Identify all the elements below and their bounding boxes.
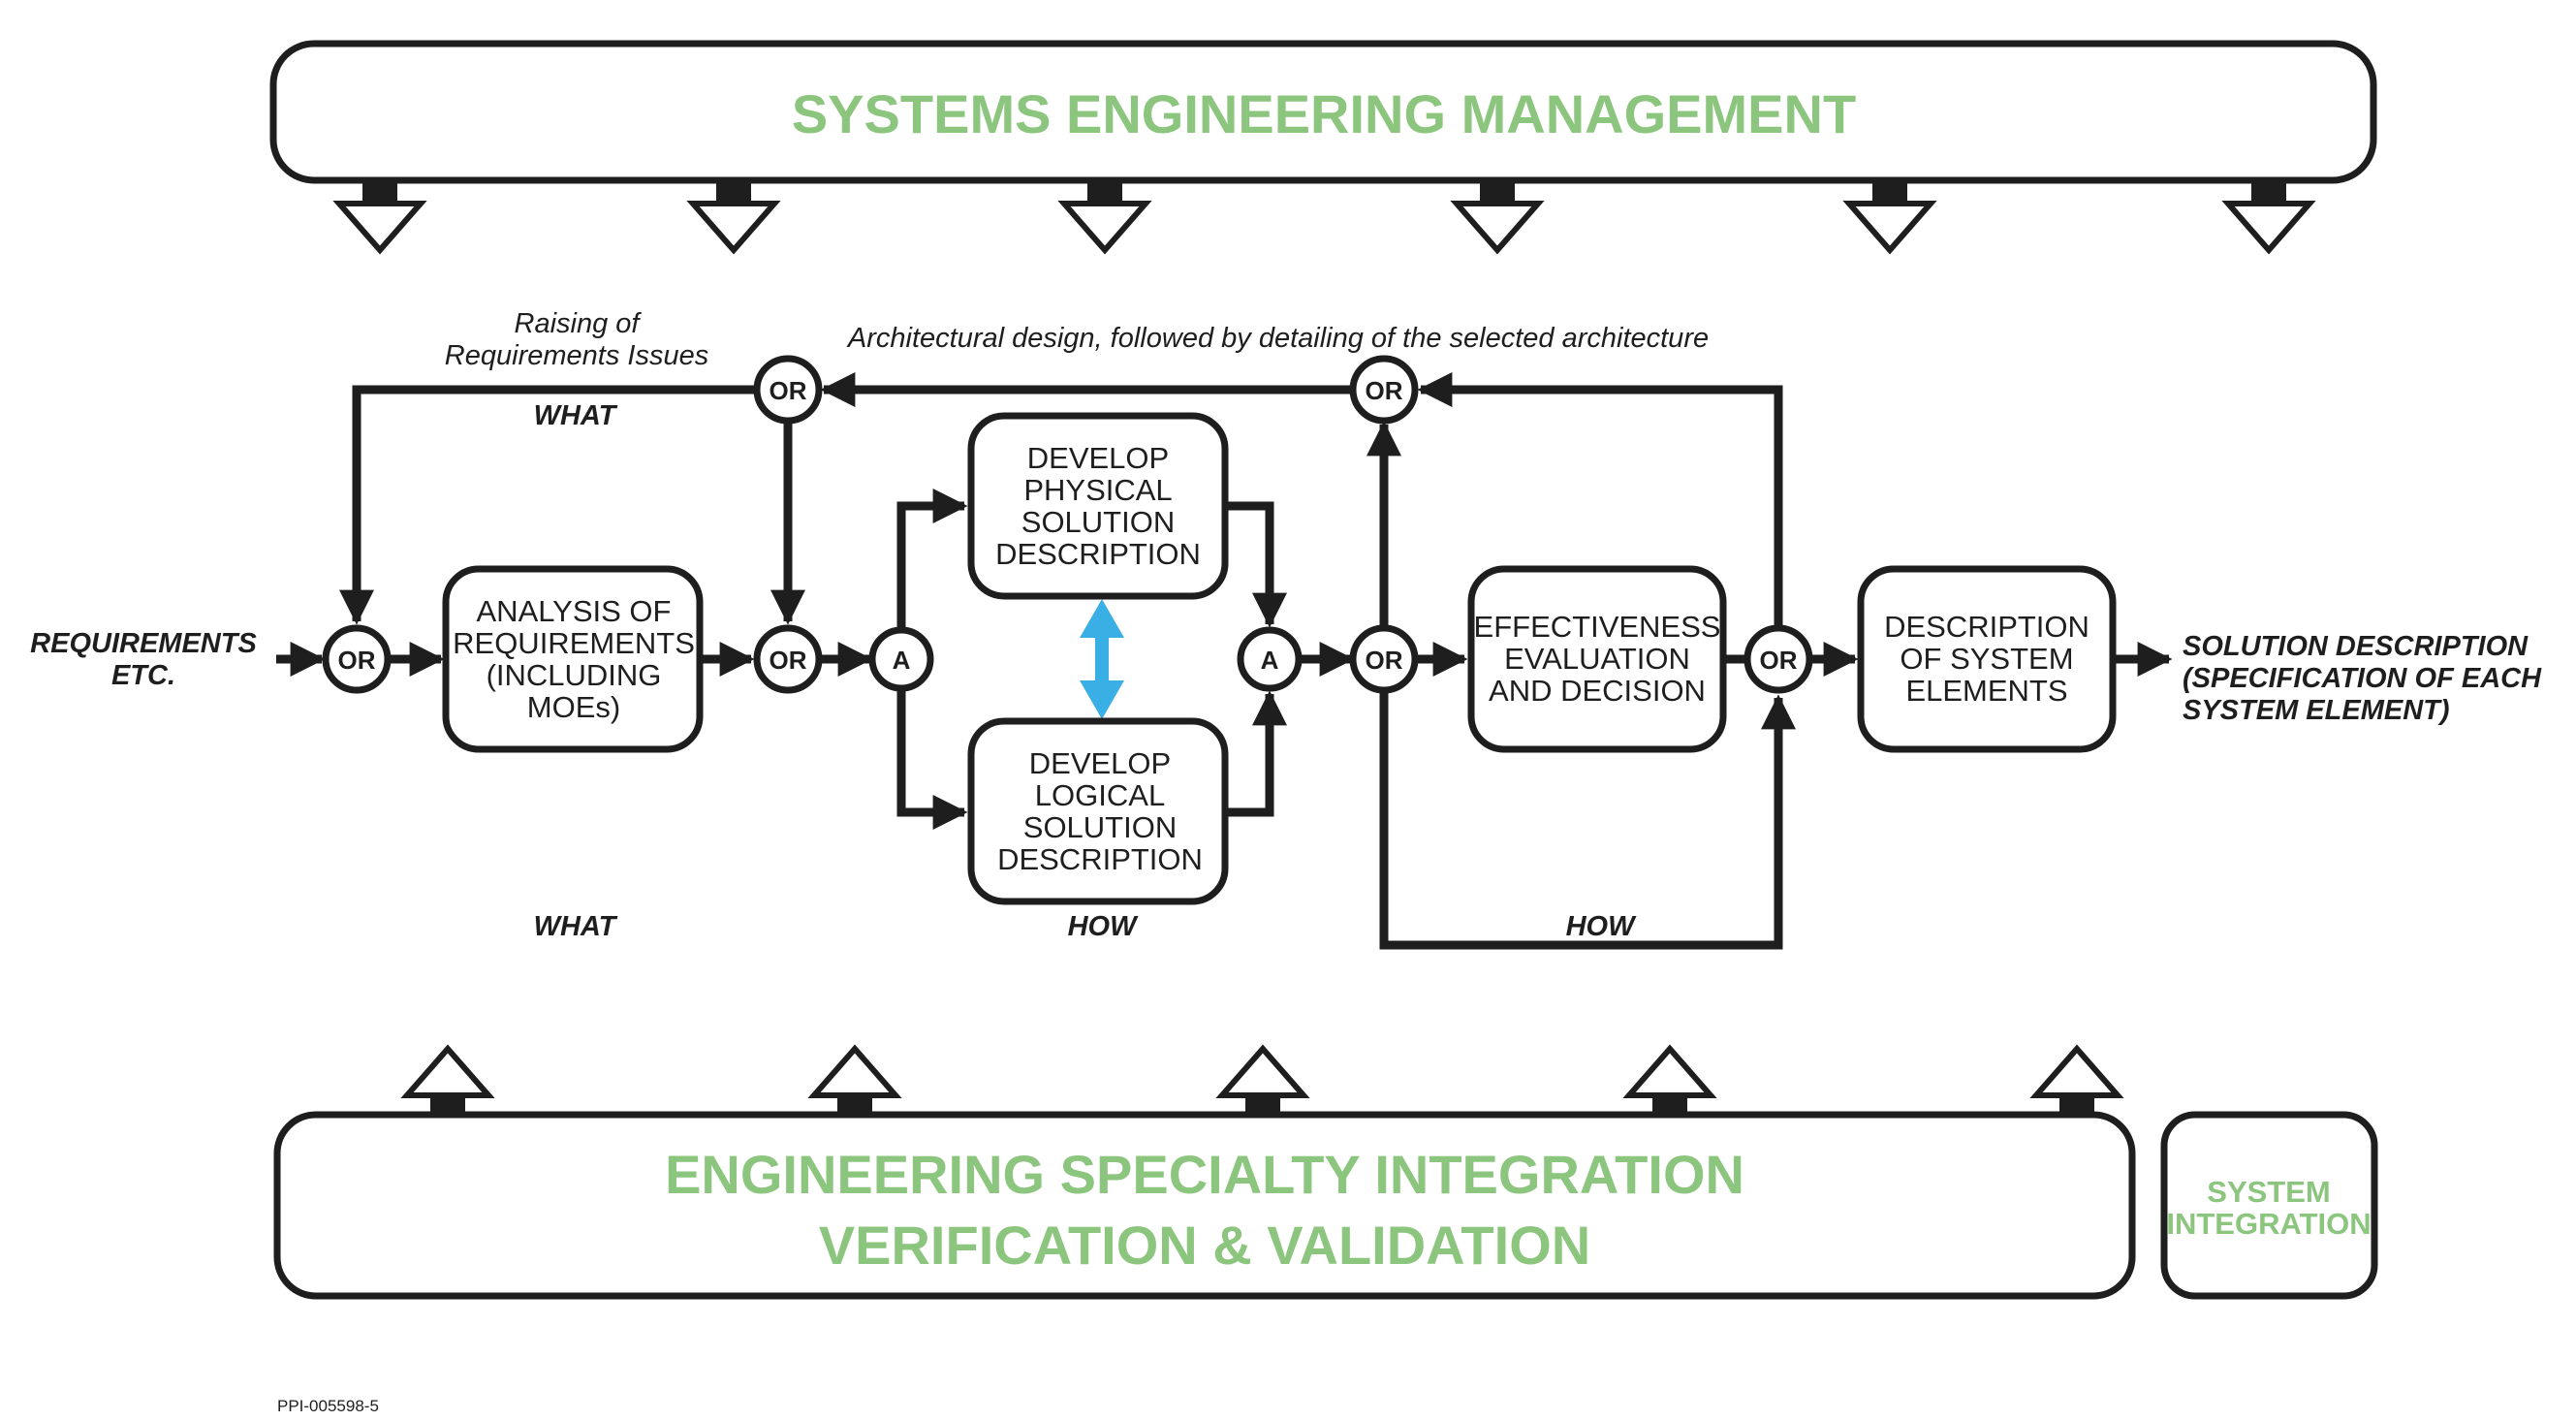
hollow-down-triangle-icon <box>1842 180 1937 255</box>
logical-line3: SOLUTION <box>1023 810 1177 844</box>
hollow-down-triangle-icon <box>2221 180 2316 255</box>
physical-line1: DEVELOP <box>1027 441 1169 475</box>
hollow-down-triangle-icon <box>1057 180 1152 255</box>
or-node-top-right-label: OR <box>1366 376 1403 405</box>
physical-line2: PHYSICAL <box>1023 473 1172 507</box>
output-line3: SYSTEM ELEMENT) <box>2183 695 2450 726</box>
specialty-integration-title: ENGINEERING SPECIALTY INTEGRATION <box>665 1144 1744 1205</box>
how-logical-label: HOW <box>1068 911 1140 942</box>
or-node-after-evaluation-label: OR <box>1760 646 1798 675</box>
analysis-line2: REQUIREMENTS <box>453 626 695 660</box>
system-integration-box: SYSTEM INTEGRATION <box>2160 1111 2378 1300</box>
document-id: PPI-005598-5 <box>277 1397 379 1415</box>
hollow-down-triangle-icon <box>686 180 781 255</box>
or-node-after-evaluation: OR <box>1744 624 1813 694</box>
logical-line4: DESCRIPTION <box>997 842 1203 876</box>
what-bottom-label: WHAT <box>534 911 618 942</box>
and-node-split: A <box>868 626 934 692</box>
down-arrow-row <box>332 180 2316 255</box>
analysis-line3: (INCLUDING <box>487 658 662 692</box>
or-node-input-label: OR <box>338 646 376 675</box>
effectiveness-line3: AND DECISION <box>1489 674 1706 708</box>
description-line1: DESCRIPTION <box>1884 610 2089 644</box>
up-arrow-row <box>400 1044 2124 1117</box>
develop-logical-solution-box: DEVELOP LOGICAL SOLUTION DESCRIPTION <box>967 717 1229 905</box>
and-node-split-label: A <box>893 646 911 675</box>
analysis-line1: ANALYSIS OF <box>477 594 672 628</box>
and-node-join: A <box>1237 626 1303 692</box>
or-node-before-evaluation-label: OR <box>1366 646 1403 675</box>
engineering-specialty-banner: ENGINEERING SPECIALTY INTEGRATION VERIFI… <box>273 1111 2136 1300</box>
physical-line4: DESCRIPTION <box>995 537 1201 571</box>
analysis-of-requirements-box: ANALYSIS OF REQUIREMENTS (INCLUDING MOEs… <box>442 565 704 753</box>
raising-line2: Requirements Issues <box>445 340 708 371</box>
output-line1: SOLUTION DESCRIPTION <box>2183 631 2529 662</box>
architectural-design-label: Architectural design, followed by detail… <box>846 323 1709 354</box>
what-top-label: WHAT <box>534 400 618 431</box>
how-loop-label: HOW <box>1566 911 1638 942</box>
or-node-after-analysis: OR <box>753 624 823 694</box>
input-line2: ETC. <box>111 660 175 691</box>
system-integration-line1: SYSTEM <box>2207 1175 2330 1209</box>
description-line2: OF SYSTEM <box>1900 642 2073 676</box>
and-node-join-label: A <box>1261 646 1279 675</box>
develop-physical-solution-box: DEVELOP PHYSICAL SOLUTION DESCRIPTION <box>967 412 1229 600</box>
logical-line2: LOGICAL <box>1035 778 1165 812</box>
or-node-input: OR <box>322 624 392 694</box>
output-line2: (SPECIFICATION OF EACH <box>2183 663 2542 694</box>
systems-engineering-management-banner: SYSTEMS ENGINEERING MANAGEMENT <box>269 40 2377 184</box>
input-line1: REQUIREMENTS <box>30 628 257 659</box>
solution-description-output-label: SOLUTION DESCRIPTION (SPECIFICATION OF E… <box>2183 631 2542 726</box>
or-node-after-analysis-label: OR <box>770 646 807 675</box>
management-title: SYSTEMS ENGINEERING MANAGEMENT <box>792 83 1856 144</box>
flow-lines <box>276 372 2173 950</box>
hollow-up-triangle-icon <box>1622 1044 1717 1117</box>
effectiveness-evaluation-box: EFFECTIVENESS EVALUATION AND DECISION <box>1467 565 1727 753</box>
physical-line3: SOLUTION <box>1021 505 1175 539</box>
or-node-top-left: OR <box>753 355 823 425</box>
physical-logical-double-arrow <box>1080 599 1124 719</box>
hollow-up-triangle-icon <box>807 1044 902 1117</box>
effectiveness-line2: EVALUATION <box>1504 642 1690 676</box>
or-node-top-right: OR <box>1349 355 1419 425</box>
hollow-up-triangle-icon <box>400 1044 495 1117</box>
analysis-line4: MOEs) <box>527 690 620 724</box>
or-node-top-left-label: OR <box>770 376 807 405</box>
description-line3: ELEMENTS <box>1905 674 2067 708</box>
effectiveness-line1: EFFECTIVENESS <box>1474 610 1721 644</box>
or-node-before-evaluation: OR <box>1349 624 1419 694</box>
description-of-system-elements-box: DESCRIPTION OF SYSTEM ELEMENTS <box>1857 565 2117 753</box>
system-integration-line2: INTEGRATION <box>2166 1207 2371 1241</box>
hollow-up-triangle-icon <box>1215 1044 1310 1117</box>
raising-line1: Raising of <box>515 308 643 339</box>
hollow-up-triangle-icon <box>2029 1044 2124 1117</box>
logical-line1: DEVELOP <box>1029 746 1171 780</box>
raising-requirements-issues-label: Raising of Requirements Issues <box>445 308 708 371</box>
verification-validation-title: VERIFICATION & VALIDATION <box>819 1215 1590 1276</box>
requirements-input-label: REQUIREMENTS ETC. <box>30 628 257 691</box>
hollow-down-triangle-icon <box>1450 180 1545 255</box>
hollow-down-triangle-icon <box>332 180 427 255</box>
